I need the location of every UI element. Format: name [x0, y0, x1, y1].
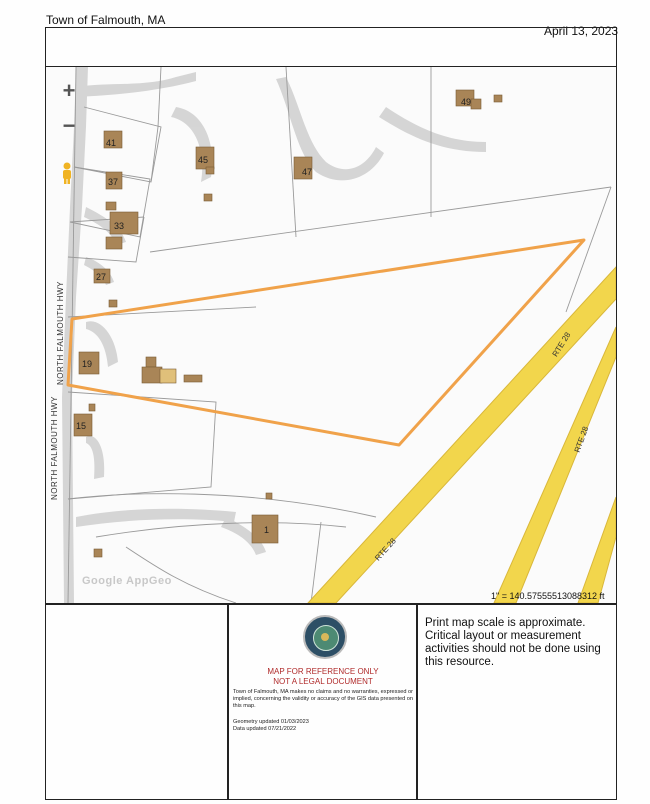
- lot-number-49: 49: [461, 97, 471, 107]
- parcel-map[interactable]: 49 41 45 47 37 33 27 19 15 1: [46, 67, 616, 603]
- lot-number-45: 45: [198, 155, 208, 165]
- map-scale: 1" = 140.57555513088312 ft: [491, 591, 605, 601]
- zoom-out-button[interactable]: −: [62, 113, 76, 138]
- lot-number-41: 41: [106, 138, 116, 148]
- disclaimer-body: Town of Falmouth, MA makes no claims and…: [233, 689, 414, 709]
- lot-number-37: 37: [108, 177, 118, 187]
- town-name: Town of Falmouth, MA: [46, 13, 166, 27]
- footer-column-divider-left: [227, 603, 229, 799]
- rte-28-roads: [307, 266, 616, 603]
- lot-number-47: 47: [302, 167, 312, 177]
- lot-number-15: 15: [76, 421, 86, 431]
- street-label-north-falmouth-hwy-south: NORTH FALMOUTH HWY: [50, 396, 59, 500]
- print-frame: [45, 27, 617, 800]
- footer-column-divider-right: [416, 603, 418, 799]
- lot-number-33: 33: [114, 221, 124, 231]
- town-seal-icon: [303, 615, 347, 659]
- lot-number-19: 19: [82, 359, 92, 369]
- geometry-updated: Geometry updated 01/03/2023: [233, 719, 309, 725]
- header-divider: [45, 66, 617, 68]
- street-view-pegman-icon[interactable]: [61, 162, 73, 189]
- disclaimer-title-line2: NOT A LEGAL DOCUMENT: [273, 677, 373, 686]
- buildings: [73, 89, 503, 558]
- lot-number-27: 27: [96, 272, 106, 282]
- data-updated: Data updated 07/21/2022: [233, 726, 297, 732]
- subject-parcel-outline[interactable]: [66, 238, 586, 447]
- zoom-in-button[interactable]: +: [62, 78, 76, 103]
- footer-divider: [45, 603, 617, 605]
- street-label-north-falmouth-hwy: NORTH FALMOUTH HWY: [56, 281, 65, 385]
- lot-number-1: 1: [264, 525, 269, 535]
- print-scale-note: Print map scale is approximate. Critical…: [425, 617, 601, 668]
- map-attribution: Google AppGeo: [82, 575, 172, 587]
- disclaimer-title-line1: MAP FOR REFERENCE ONLY: [267, 667, 379, 676]
- disclaimer-title: MAP FOR REFERENCE ONLY NOT A LEGAL DOCUM…: [230, 667, 416, 687]
